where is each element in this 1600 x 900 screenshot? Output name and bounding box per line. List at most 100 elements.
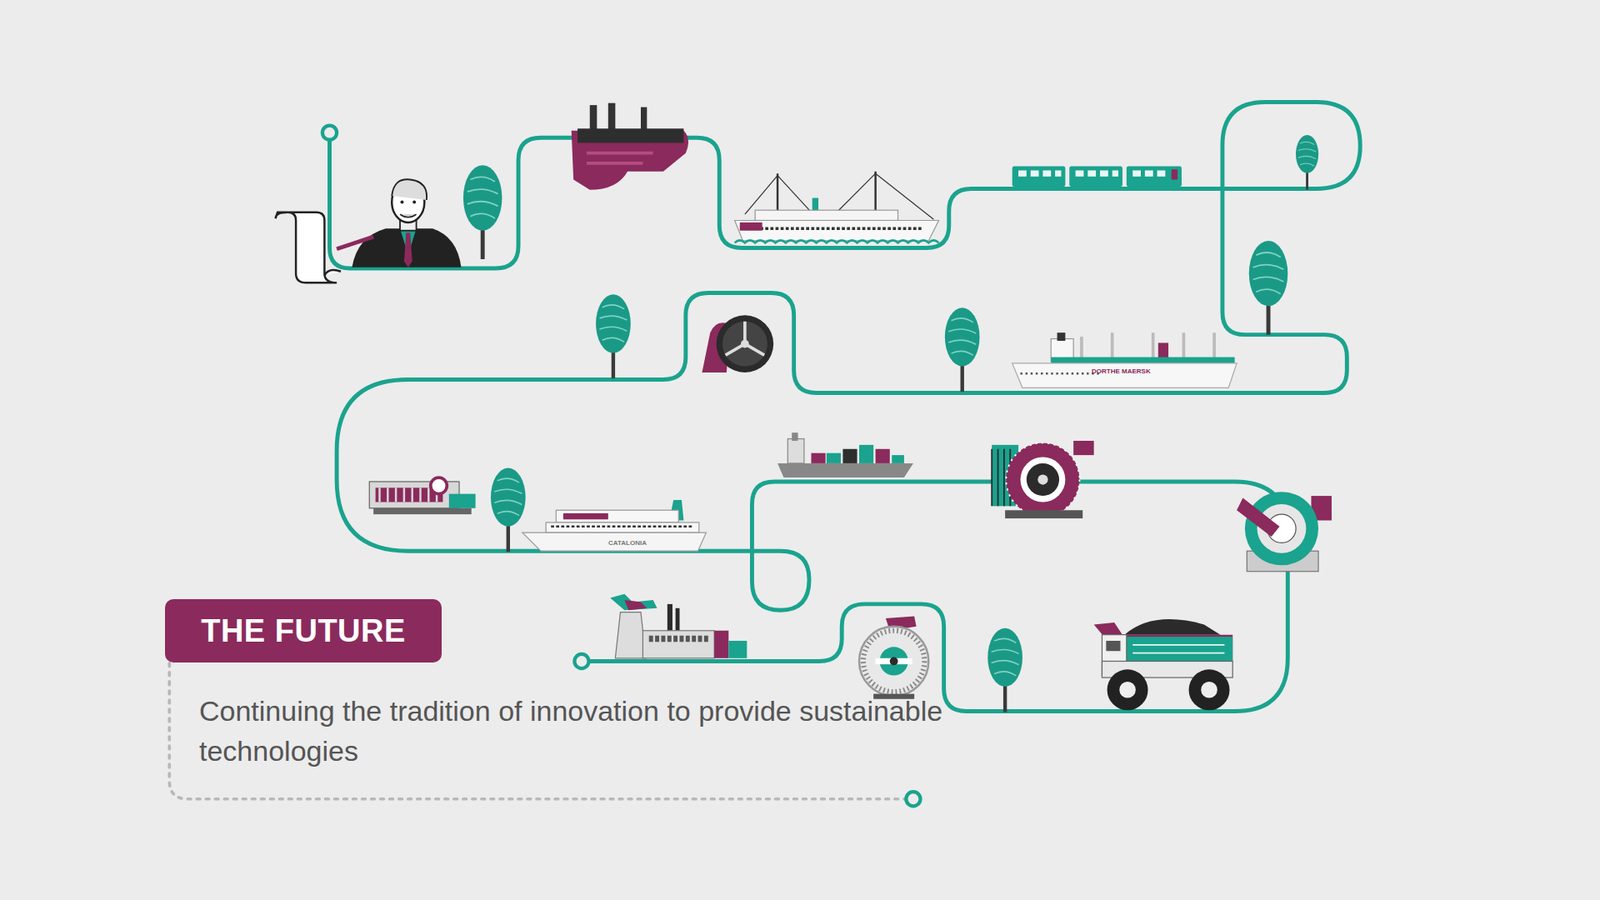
- trees-part: [1295, 135, 1319, 190]
- turbocharger-illustration-part: [1073, 440, 1094, 455]
- engine-illustration: [571, 103, 689, 190]
- timeline-path-part: [322, 125, 337, 140]
- mining-truck-illustration: [1094, 619, 1234, 710]
- train-illustration-part: [1012, 166, 1066, 187]
- bulk-carrier-illustration-part: [1057, 332, 1066, 341]
- trees-part: [945, 307, 980, 392]
- train-illustration-part-part: [1087, 170, 1096, 176]
- dotted-bracket-part: [905, 791, 920, 806]
- train-illustration-part-part: [1100, 170, 1109, 176]
- turbine-disk-illustration-part: [890, 657, 899, 666]
- power-plant-illustration-part: [728, 640, 747, 659]
- dotted-bracket-part: [169, 663, 906, 800]
- train-illustration-part-part: [1042, 170, 1051, 176]
- trees: [463, 135, 1319, 713]
- turbocharger-illustration-part: [725, 321, 765, 355]
- turbocharger-illustration-part: [716, 315, 775, 373]
- mining-truck-illustration-part: [1132, 645, 1225, 654]
- mining-truck-illustration-part: [1105, 640, 1120, 651]
- turbine-disk-illustration-part: [859, 626, 929, 696]
- turbocharger-illustration-part: [1037, 474, 1048, 485]
- steamship-illustration-part: [735, 220, 940, 240]
- engine-block-illustration-part: [380, 487, 438, 502]
- container-ship-illustration-part: [777, 463, 914, 478]
- trees-part: [490, 468, 526, 553]
- bulk-carrier-illustration-part: [1020, 372, 1102, 375]
- container-ship-illustration-part: [891, 455, 905, 464]
- bulk-carrier-illustration: [1012, 332, 1237, 388]
- ferry-illustration-part: [563, 513, 609, 520]
- steamship-illustration-part: [745, 226, 924, 230]
- steamship-illustration-part: [740, 222, 763, 231]
- power-plant-illustration: [610, 594, 747, 659]
- founder-figure-part: [400, 214, 417, 218]
- scroll-icon: [275, 212, 341, 283]
- train-illustration-part: [1069, 166, 1123, 187]
- heading-text: THE FUTURE: [200, 613, 406, 650]
- founder-figure-part: [404, 232, 413, 268]
- train-illustration-part-part: [1145, 170, 1154, 176]
- steamship-illustration-part: [735, 240, 940, 243]
- founder-figure-part: [351, 228, 461, 268]
- founder-figure-part: [412, 200, 416, 204]
- heading-box: THE FUTURE: [165, 599, 442, 663]
- turbocharger-illustration-part: [1026, 463, 1060, 496]
- founder-figure-part: [336, 236, 374, 250]
- timeline-path-part: [574, 654, 589, 669]
- mining-truck-illustration-part: [1122, 636, 1233, 661]
- train-illustration-part: [1018, 170, 1165, 176]
- train-illustration-part-part: [1018, 170, 1027, 176]
- power-plant-illustration-part: [610, 594, 657, 611]
- engine-illustration-part: [577, 128, 684, 143]
- engine-block-illustration-part: [449, 494, 476, 509]
- steamship-illustration-part: [777, 171, 876, 215]
- train-illustration-part-part: [1132, 170, 1141, 176]
- turbocharger-illustration-part: [740, 340, 750, 349]
- turbocharger-illustration-part: [1005, 442, 1080, 516]
- mining-truck-illustration-part: [1200, 681, 1218, 699]
- train-illustration-part: [1171, 169, 1178, 180]
- power-plant-illustration-part: [615, 612, 646, 659]
- engine-illustration-part: [586, 153, 654, 164]
- turbocharger-illustration-part: [1236, 498, 1280, 538]
- mining-truck-illustration-part: [1107, 669, 1149, 710]
- trees-part: [463, 165, 503, 260]
- engine-block-illustration-part: [373, 508, 472, 515]
- scroll-icon-part: [324, 270, 341, 276]
- turbocharger-illustration-part: [1245, 491, 1319, 565]
- ship-name: DORTHE MAERSK: [1091, 368, 1151, 375]
- bulk-carrier-illustration-part: [1050, 357, 1235, 364]
- ferry-illustration: [522, 500, 706, 551]
- train-illustration-part-part: [1030, 170, 1040, 176]
- train-illustration-part-part: [1157, 170, 1166, 176]
- container-ship-illustration-part: [787, 439, 805, 464]
- turbocharger-illustration: [991, 440, 1094, 519]
- turbocharger-illustration-part: [722, 321, 768, 367]
- founder-figure-part: [391, 179, 427, 200]
- turbocharger-illustration-part: [1005, 510, 1083, 519]
- mining-truck-illustration-part: [1119, 681, 1136, 699]
- trees-part: [1249, 240, 1289, 335]
- trees-part: [595, 294, 631, 379]
- train-illustration-part-part: [1112, 170, 1119, 176]
- turbine-disk-illustration: [859, 616, 929, 700]
- train-illustration-part-part: [1055, 170, 1061, 176]
- ferry-illustration-part: [550, 525, 694, 528]
- container-ship-illustration-part: [859, 445, 874, 464]
- steamship-illustration-part: [755, 210, 898, 220]
- power-plant-illustration-part: [624, 600, 647, 610]
- container-ship-illustration-part: [842, 449, 857, 464]
- mining-truck-illustration-part: [1124, 619, 1220, 635]
- bulk-carrier-illustration-part: [1012, 363, 1237, 388]
- turbocharger-illustration: [1236, 491, 1332, 572]
- timeline-path: [322, 101, 1360, 711]
- timeline-path-part: [330, 101, 1361, 711]
- founder-figure-part: [400, 200, 404, 204]
- mining-truck-illustration-part: [1189, 669, 1230, 710]
- steamship-illustration: [735, 171, 940, 244]
- power-plant-illustration-part: [649, 635, 709, 642]
- container-ship-illustration-part: [791, 432, 798, 441]
- founder-figure: [336, 179, 461, 268]
- description-text: Continuing the tradition of innovation t…: [199, 691, 950, 771]
